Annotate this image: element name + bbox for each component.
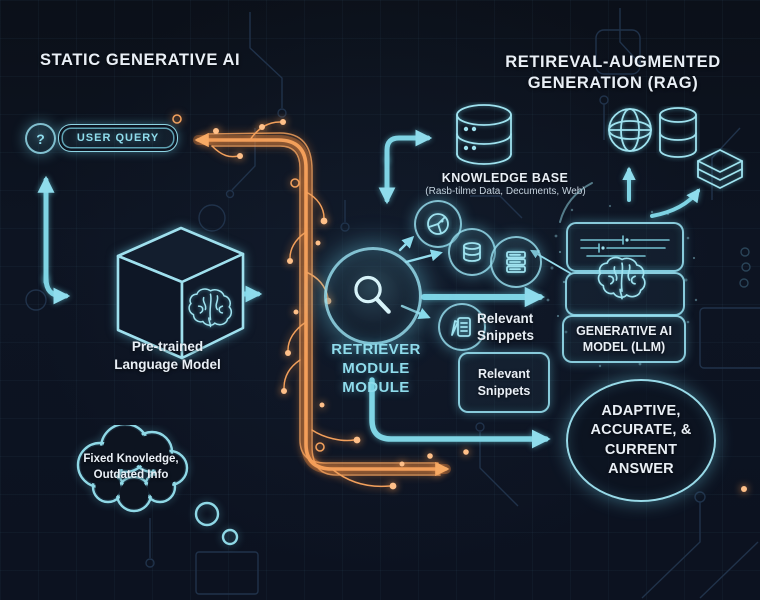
knowledge-base-subtitle: (Rasb-tilme Data, Decuments, Web) — [425, 186, 586, 197]
question-mark-glyph: ? — [36, 130, 45, 147]
globe-icon — [608, 108, 652, 152]
brain-icon — [597, 256, 646, 300]
generative-ai-model-label: GENERATIVE AI MODEL (LLM) — [576, 323, 672, 354]
llm-brain-box — [565, 272, 685, 316]
background-circuit-traces — [25, 8, 760, 599]
layers-icon — [697, 149, 743, 189]
relevant-snippets-box: Relevant Snippets — [458, 352, 550, 413]
retriever-module-circle — [324, 247, 422, 345]
database-icon — [659, 107, 697, 158]
orange-main-trace — [194, 132, 450, 477]
knowledge-base-database-icon — [456, 104, 512, 165]
thought-cloud-icon — [76, 425, 239, 546]
arrow-retriever-to-globe-chip — [398, 235, 415, 252]
mini-database-icon — [448, 228, 496, 276]
user-query-label: USER QUERY — [76, 132, 160, 144]
adaptive-answer-oval: ADAPTIVE, ACCURATE, & CURRENT ANSWER — [566, 379, 716, 502]
thought-cloud-text: Fixed Knovledge, Outdated Info — [83, 453, 179, 481]
document-stack-icon — [490, 236, 542, 288]
static-ai-title: STATIC GENERATIVE AI — [40, 51, 241, 69]
arrow-retriever-to-db-chip — [404, 249, 443, 264]
arrow-into-model-cube — [43, 275, 71, 305]
rag-title: RETIREVAL-AUGMENTED GENERATION (RAG) — [505, 53, 721, 93]
relevant-snippets-box-label: Relevant Snippets — [477, 367, 531, 398]
arrow-to-knowledge-base — [384, 129, 433, 163]
arrow-to-layers — [650, 188, 701, 218]
circuit-lines-icon — [580, 235, 670, 257]
magnifier-icon — [354, 275, 391, 314]
curve-llm-to-icons — [559, 182, 593, 223]
orange-data-flow — [172, 114, 747, 492]
particle-speckles — [546, 204, 698, 368]
adaptive-answer-label: ADAPTIVE, ACCURATE, & CURRENT ANSWER — [590, 403, 692, 477]
relevant-snippets-text: Relevant Snippets — [477, 311, 535, 343]
user-query-box: USER QUERY — [58, 124, 178, 152]
question-icon: ? — [25, 123, 56, 154]
llm-context-box — [566, 222, 684, 272]
knowledge-base-title: KNOWLEDGE BASE — [441, 171, 569, 185]
retriever-module-label: RETRIEVER MODULE MODULE — [331, 341, 421, 396]
generative-ai-model-box: GENERATIVE AI MODEL (LLM) — [562, 315, 686, 363]
pretrained-model-label: Pre-trained Language Model — [114, 339, 221, 372]
